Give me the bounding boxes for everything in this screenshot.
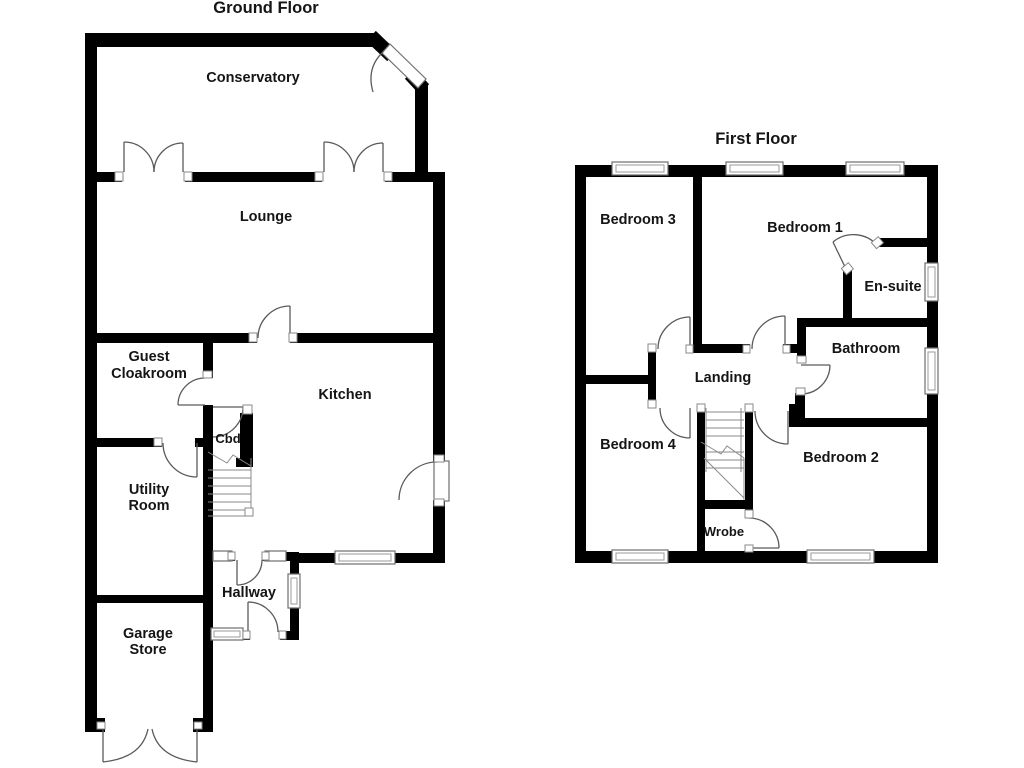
ground-floor-title: Ground Floor	[213, 0, 319, 17]
ground-jambs	[96, 171, 445, 730]
room-label-bedroom4: Bedroom 4	[600, 437, 676, 453]
first-jambs	[647, 236, 885, 553]
first-windows	[611, 161, 939, 564]
room-label-garage-line1: Garage	[123, 626, 173, 642]
ground-windows	[210, 550, 396, 641]
landing-top-window	[845, 161, 905, 176]
room-label-kitchen: Kitchen	[318, 387, 371, 403]
room-label-utility-line2: Room	[128, 498, 169, 514]
ensuite-door	[832, 233, 878, 270]
room-label-hallway: Hallway	[222, 585, 276, 601]
kitchen-side-door	[398, 460, 450, 502]
room-label-bedroom1: Bedroom 1	[767, 220, 843, 236]
ensuite-window	[924, 262, 939, 302]
bathroom-window	[924, 347, 939, 395]
garage-doors	[102, 728, 198, 763]
front-door	[247, 601, 279, 633]
room-label-guest-line1: Guest	[128, 349, 169, 365]
ground-floor-plan: Ground Floor Conservatory Lounge Guest C…	[85, 0, 450, 763]
room-label-bedroom3: Bedroom 3	[600, 212, 676, 228]
utility-door	[162, 442, 198, 478]
kitchen-window	[334, 550, 396, 565]
bedroom1-door	[751, 315, 786, 350]
ground-staircase	[207, 451, 254, 517]
room-label-cbd: Cbd	[215, 431, 240, 446]
ground-doors	[102, 43, 450, 763]
room-label-lounge: Lounge	[240, 209, 292, 225]
bedroom2-window	[806, 549, 875, 564]
bedroom4-door	[659, 407, 691, 439]
bathroom-door	[800, 364, 831, 395]
first-floor-title: First Floor	[715, 130, 797, 148]
hallway-inner-door	[236, 559, 263, 586]
room-label-landing: Landing	[695, 370, 751, 386]
first-doors	[657, 233, 878, 549]
french-door-right	[323, 141, 384, 173]
room-label-guest-line2: Cloakroom	[111, 366, 187, 382]
room-label-utility-line1: Utility	[129, 482, 169, 498]
bedroom3-window	[611, 161, 669, 176]
room-label-ensuite: En-suite	[864, 279, 921, 295]
bedroom2-door	[754, 410, 789, 445]
bedroom4-window	[611, 549, 669, 564]
room-label-garage-line2: Store	[129, 642, 166, 658]
wrobe-door	[748, 517, 780, 549]
bedroom3-door	[657, 316, 691, 350]
room-label-bedroom2: Bedroom 2	[803, 450, 879, 466]
room-label-bathroom: Bathroom	[832, 341, 900, 357]
hallway-side-window	[287, 573, 301, 609]
kitchen-door	[257, 305, 291, 339]
conservatory-door	[370, 43, 427, 93]
room-label-conservatory: Conservatory	[206, 70, 299, 86]
cloakroom-door	[177, 377, 206, 406]
french-door-left	[123, 141, 184, 173]
bedroom1-window	[725, 161, 784, 176]
first-staircase	[700, 408, 745, 500]
room-label-wrobe: Wrobe	[704, 524, 744, 539]
first-floor-plan: First Floor Bedroom 3 Bedroom 1 En-suite…	[575, 130, 939, 564]
hallway-front-window	[210, 627, 244, 641]
